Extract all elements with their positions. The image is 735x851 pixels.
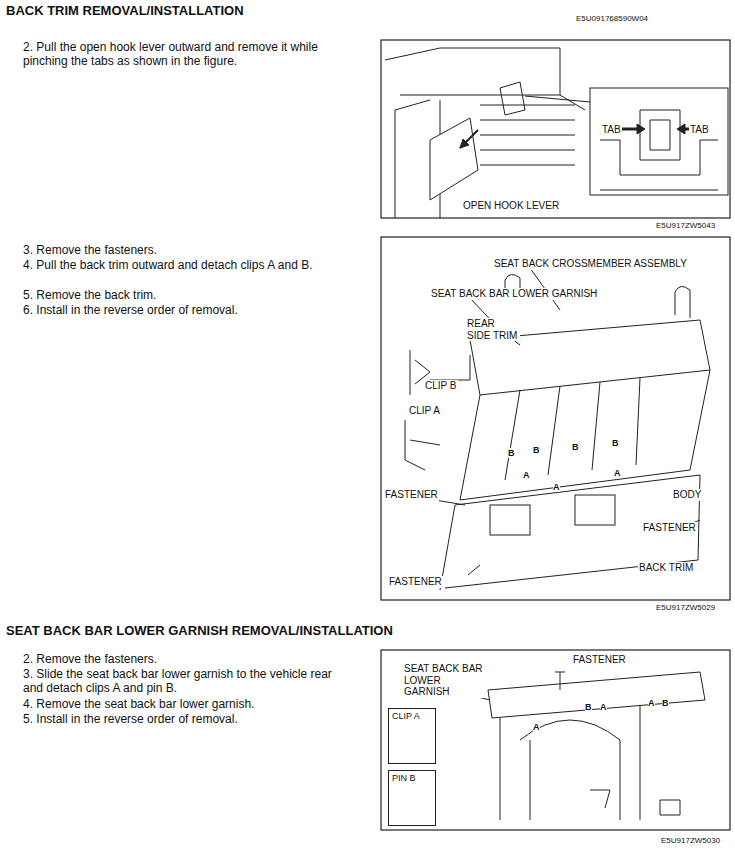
clip-letter: A [600, 702, 607, 712]
part-name: FASTENER [384, 489, 439, 501]
part-name: CLIP A [408, 405, 441, 417]
part-name: SEAT BACK CROSSMEMBER ASSEMBLY [493, 258, 688, 270]
clip-letter: B [612, 438, 619, 448]
clip-letter: A [614, 468, 621, 478]
procedure-step: 3. Remove the fasteners. [22, 243, 158, 257]
clip-letter: B [508, 448, 515, 458]
clip-letter: A [648, 698, 655, 708]
procedure-step: 6. Install in the reverse order of remov… [22, 303, 239, 317]
part-name: OPEN HOOK LEVER [462, 200, 560, 212]
figure-code: E5U917ZW5043 [655, 221, 716, 230]
section-heading: SEAT BACK BAR LOWER GARNISH REMOVAL/INST… [5, 624, 394, 639]
figure-code: E5U091768590W04 [575, 14, 649, 23]
part-name: SEAT BACK BAR LOWER GARNISH [430, 288, 598, 300]
clip-letter: B [662, 698, 669, 708]
clip-letter: B [585, 702, 592, 712]
part-name: BACK TRIM [638, 562, 694, 574]
inset-label: PIN B [389, 771, 435, 785]
page-heading: BACK TRIM REMOVAL/INSTALLATION [5, 4, 245, 19]
part-name: FASTENER [572, 654, 627, 666]
part-name: FASTENER [642, 522, 697, 534]
part-name: SEAT BACK BAR LOWER GARNISH [403, 663, 487, 698]
clip-letter: B [533, 445, 540, 455]
part-name: TAB [689, 124, 710, 136]
part-name: CLIP B [424, 380, 458, 392]
clip-letter: B [572, 442, 579, 452]
clip-letter: A [553, 482, 560, 492]
procedure-step: 4. Remove the seat back bar lower garnis… [22, 697, 255, 711]
inset-box: CLIP A [388, 708, 436, 764]
part-name: FASTENER [388, 576, 443, 588]
procedure-step: 4. Pull the back trim outward and detach… [22, 258, 336, 272]
clip-letter: A [523, 470, 530, 480]
procedure-step: 3. Slide the seat back bar lower garnish… [22, 667, 336, 696]
procedure-step: 2. Remove the fasteners. [22, 652, 158, 666]
part-name: REAR SIDE TRIM [466, 318, 520, 341]
clip-letter: A [533, 722, 540, 732]
procedure-step: 5. Install in the reverse order of remov… [22, 712, 239, 726]
procedure-step: 5. Remove the back trim. [22, 288, 157, 302]
inset-box: PIN B [388, 770, 436, 826]
part-name: TAB [601, 124, 622, 136]
part-name: BODY [672, 489, 702, 501]
inset-label: CLIP A [389, 709, 435, 723]
procedure-step: 2. Pull the open hook lever outward and … [22, 40, 342, 69]
figure-code: E5U917ZW5029 [655, 603, 716, 612]
figure-code: E5U917ZW5030 [660, 836, 721, 845]
